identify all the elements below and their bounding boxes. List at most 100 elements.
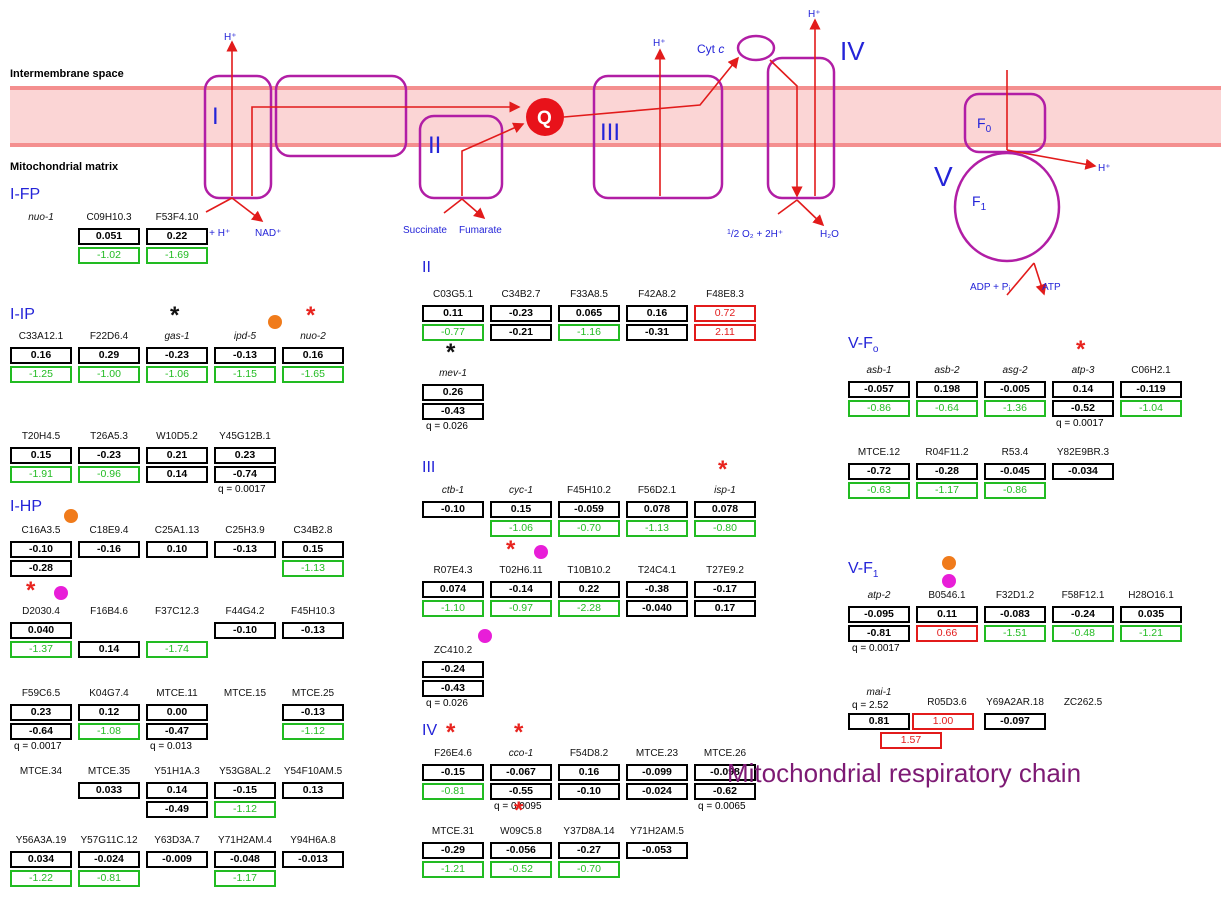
gene-name: isp-1 bbox=[692, 485, 758, 496]
value-cell: -0.15 bbox=[214, 782, 276, 799]
red-asterisk-icon: * bbox=[514, 801, 523, 821]
gene-name: F37C12.3 bbox=[144, 606, 210, 617]
gene-name: ctb-1 bbox=[420, 485, 486, 496]
value-cell: -0.067 bbox=[490, 764, 552, 781]
value-cell: -0.64 bbox=[916, 400, 978, 417]
cytochrome-c bbox=[738, 36, 774, 60]
fumarate-label: Fumarate bbox=[459, 225, 502, 236]
q-value: q = 0.026 bbox=[426, 421, 468, 432]
q-value: q = 0.0017 bbox=[1056, 418, 1104, 429]
gene-name: Y51H1A.3 bbox=[144, 766, 210, 777]
value-cell: -0.057 bbox=[848, 381, 910, 398]
value-cell: 0.17 bbox=[694, 600, 756, 617]
gene-name: mai-1 bbox=[846, 687, 912, 698]
value-cell: 0.14 bbox=[146, 782, 208, 799]
value-cell: -0.009 bbox=[146, 851, 208, 868]
gene-name: asb-2 bbox=[914, 365, 980, 376]
value-cell: 0.074 bbox=[422, 581, 484, 598]
h-label-i: H⁺ bbox=[224, 32, 237, 43]
gene-name: Y71H2AM.5 bbox=[624, 826, 690, 837]
gene-name: Y94H6A.8 bbox=[280, 835, 346, 846]
value-cell: -1.69 bbox=[146, 247, 208, 264]
value-cell: 0.051 bbox=[78, 228, 140, 245]
value-cell: -0.52 bbox=[490, 861, 552, 878]
gene-name: Y63D3A.7 bbox=[144, 835, 210, 846]
value-cell: 0.16 bbox=[558, 764, 620, 781]
group-label: IV bbox=[422, 722, 437, 740]
value-cell: -1.06 bbox=[490, 520, 552, 537]
gene-name: MTCE.12 bbox=[846, 447, 912, 458]
gene-name: C09H10.3 bbox=[76, 212, 142, 223]
value-cell: -0.81 bbox=[848, 625, 910, 642]
value-cell: -0.040 bbox=[626, 600, 688, 617]
q-value: q = 0.0017 bbox=[218, 484, 266, 495]
arrow-adp bbox=[1007, 263, 1034, 295]
membrane-edge-top bbox=[10, 86, 1221, 90]
q-value: q = 0.0017 bbox=[14, 741, 62, 752]
value-cell: -1.21 bbox=[1120, 625, 1182, 642]
matrix-label: Mitochondrial matrix bbox=[10, 161, 119, 173]
gene-name: T27E9.2 bbox=[692, 565, 758, 576]
value-cell: -0.099 bbox=[626, 764, 688, 781]
gene-name: cco-1 bbox=[488, 748, 554, 759]
value-cell: 0.198 bbox=[916, 381, 978, 398]
gene-name: ipd-5 bbox=[212, 331, 278, 342]
gene-name: F59C6.5 bbox=[8, 688, 74, 699]
arrow-o2 bbox=[778, 200, 797, 214]
value-cell: -0.23 bbox=[146, 347, 208, 364]
h-label-iii: H⁺ bbox=[653, 38, 666, 49]
value-cell: -0.24 bbox=[1052, 606, 1114, 623]
value-cell: 0.14 bbox=[146, 466, 208, 483]
value-cell: 0.11 bbox=[422, 305, 484, 322]
gene-name: C03G5.1 bbox=[420, 289, 486, 300]
value-cell: -1.91 bbox=[10, 466, 72, 483]
gene-name: F42A8.2 bbox=[624, 289, 690, 300]
value-cell: 0.16 bbox=[10, 347, 72, 364]
value-cell: 0.15 bbox=[282, 541, 344, 558]
gene-name: F16B4.6 bbox=[76, 606, 142, 617]
gene-name: C34B2.8 bbox=[280, 525, 346, 536]
value-cell: -0.52 bbox=[1052, 400, 1114, 417]
magenta-dot-icon bbox=[478, 629, 492, 643]
value-cell: -0.13 bbox=[214, 347, 276, 364]
group-label: III bbox=[422, 459, 435, 477]
nad-label: NAD⁺ bbox=[255, 228, 281, 239]
value-cell: -0.97 bbox=[490, 600, 552, 617]
gene-name: atp-2 bbox=[846, 590, 912, 601]
gene-name: Y54F10AM.5 bbox=[280, 766, 346, 777]
value-cell: -0.005 bbox=[984, 381, 1046, 398]
value-cell: -0.29 bbox=[422, 842, 484, 859]
gene-name: F45H10.2 bbox=[556, 485, 622, 496]
value-cell: -0.80 bbox=[694, 520, 756, 537]
group-label-text: III bbox=[422, 459, 435, 476]
gene-name: W10D5.2 bbox=[144, 431, 210, 442]
value-cell: 0.033 bbox=[78, 782, 140, 799]
value-cell: -0.16 bbox=[78, 541, 140, 558]
value-cell: -1.13 bbox=[282, 560, 344, 577]
value-cell: -1.02 bbox=[78, 247, 140, 264]
gene-name: F44G4.2 bbox=[212, 606, 278, 617]
atp-label: ATP bbox=[1042, 282, 1061, 293]
red-asterisk-icon: * bbox=[446, 723, 455, 743]
value-cell: -0.048 bbox=[214, 851, 276, 868]
gene-name: F56D2.1 bbox=[624, 485, 690, 496]
gene-name: T20H4.5 bbox=[8, 431, 74, 442]
gene-name: R04F11.2 bbox=[914, 447, 980, 458]
arrow-fumarate bbox=[462, 199, 484, 218]
gene-name: F32D1.2 bbox=[982, 590, 1048, 601]
value-cell: 0.22 bbox=[146, 228, 208, 245]
value-cell: 0.14 bbox=[1052, 381, 1114, 398]
gene-name: MTCE.15 bbox=[212, 688, 278, 699]
value-cell: -0.10 bbox=[422, 501, 484, 518]
complex-iii-numeral: III bbox=[600, 119, 620, 146]
value-cell: -1.12 bbox=[214, 801, 276, 818]
value-cell: -0.86 bbox=[848, 400, 910, 417]
value-cell: -0.21 bbox=[490, 324, 552, 341]
value-cell: 0.26 bbox=[422, 384, 484, 401]
gene-name: B0546.1 bbox=[914, 590, 980, 601]
succinate-label: Succinate bbox=[403, 225, 447, 236]
value-cell: 0.21 bbox=[146, 447, 208, 464]
value-cell: -0.63 bbox=[848, 482, 910, 499]
value-cell: 0.11 bbox=[916, 606, 978, 623]
value-cell: -0.10 bbox=[10, 541, 72, 558]
